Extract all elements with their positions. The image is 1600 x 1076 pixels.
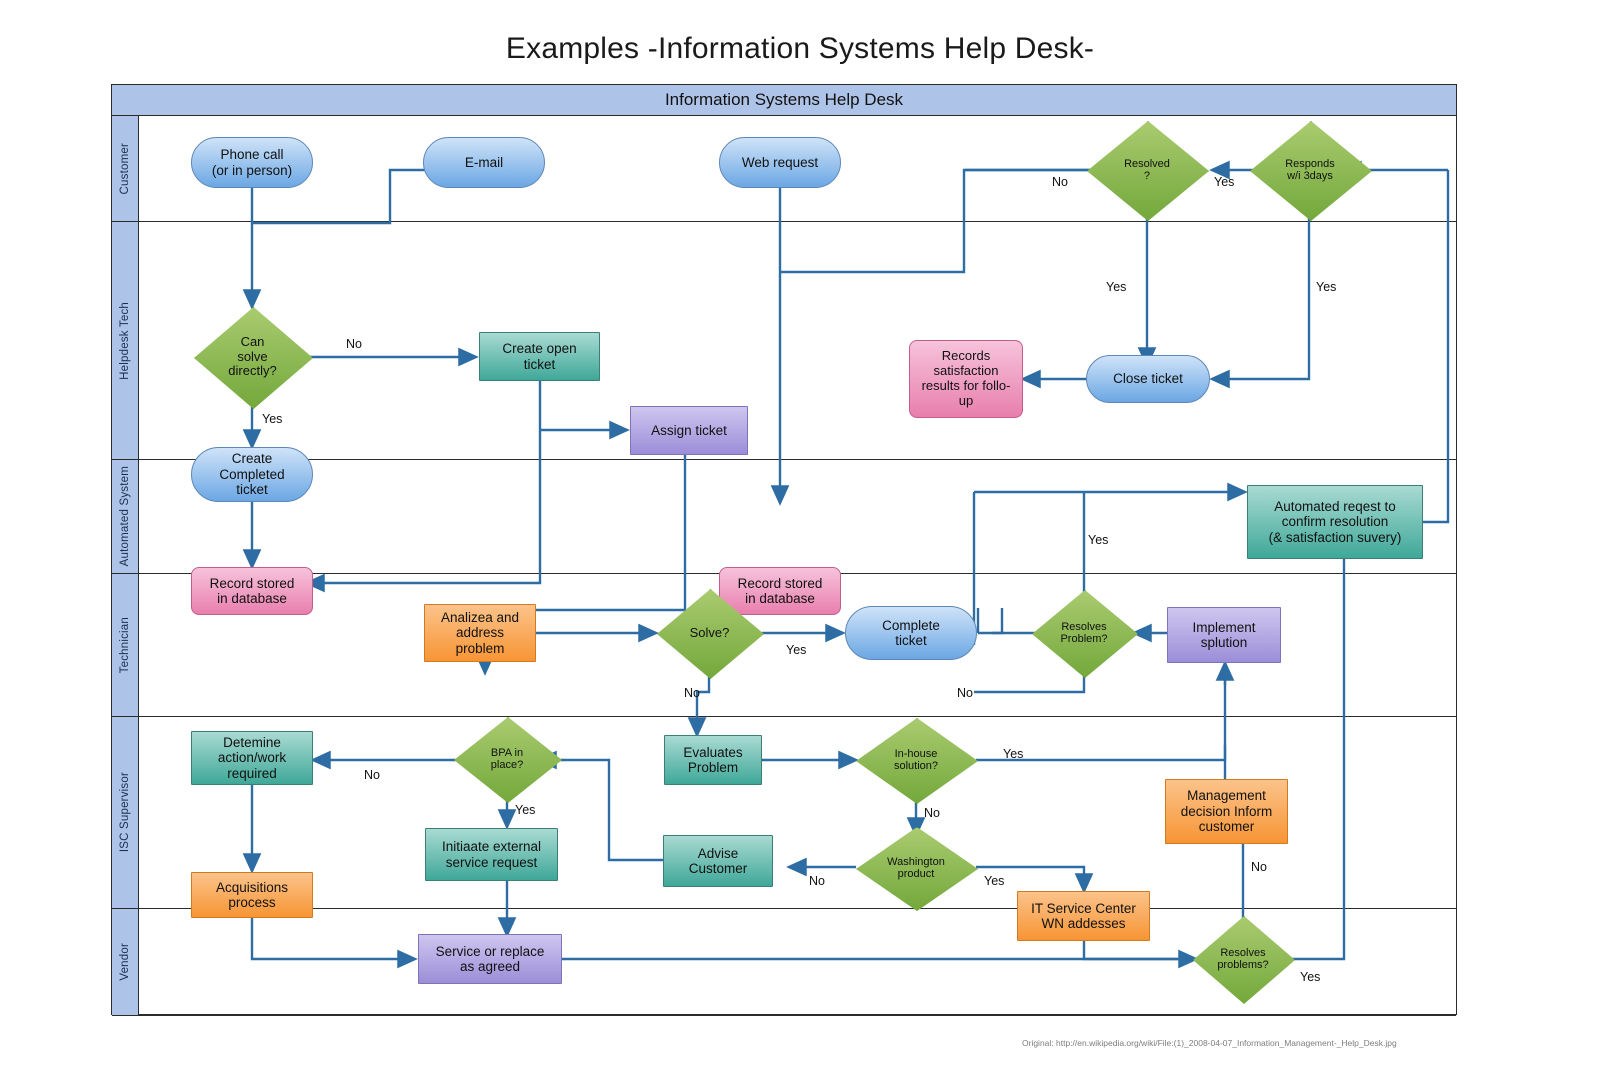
node-web-request[interactable]: Web request xyxy=(719,137,841,188)
lane-label-helpdesk-tech: Helpdesk Tech xyxy=(112,222,139,459)
pool-title: Information Systems Help Desk xyxy=(664,90,904,109)
edge-label-solve-no: No xyxy=(684,686,700,700)
edge-label-resolves-problem-no: No xyxy=(957,686,973,700)
edge-label-can-solve-no: No xyxy=(346,337,362,351)
node-phone-call-label: Phone call(or in person) xyxy=(211,147,293,178)
edge-label-washington-no: No xyxy=(809,874,825,888)
node-assign-ticket[interactable]: Assign ticket xyxy=(630,406,748,455)
source-attribution: Original: http://en.wikipedia.org/wiki/F… xyxy=(1022,1038,1397,1048)
node-close-ticket-label: Close ticket xyxy=(1113,371,1183,387)
edge-label-washington-yes: Yes xyxy=(984,874,1005,888)
edge-label-solve-yes: Yes xyxy=(786,643,807,657)
pool-header: Information Systems Help Desk xyxy=(112,85,1456,116)
edge-label-automated-yes: Yes xyxy=(1088,533,1109,547)
edge-label-bpa-yes: Yes xyxy=(515,803,536,817)
node-assign-ticket-label: Assign ticket xyxy=(651,422,727,438)
lane-label-vendor: Vendor xyxy=(112,909,139,1015)
lane-helpdesk-tech: Helpdesk Tech xyxy=(112,222,1456,460)
edge-label-inhouse-yes: Yes xyxy=(1003,747,1024,761)
edge-label-vendor-yes: Yes xyxy=(1300,970,1321,984)
lane-vendor: Vendor xyxy=(112,909,1456,1016)
lane-label-automated-system: Automated System xyxy=(112,460,139,573)
page-title: Examples -Information Systems Help Desk- xyxy=(505,32,1095,65)
edge-label-inhouse-no: No xyxy=(924,806,940,820)
lane-isc-supervisor: ISC Supervisor xyxy=(112,717,1456,909)
node-close-ticket[interactable]: Close ticket xyxy=(1086,355,1210,403)
decision-solve[interactable]: Solve? xyxy=(657,589,764,679)
lane-label-technician: Technician xyxy=(112,574,139,716)
edge-label-resolved-yes: Yes xyxy=(1106,280,1127,294)
edge-label-responds-yes: Yes xyxy=(1214,175,1235,189)
decision-resolved[interactable]: Resolved? xyxy=(1087,121,1209,221)
edge-label-bpa-no: No xyxy=(364,768,380,782)
node-phone-call[interactable]: Phone call(or in person) xyxy=(191,137,313,188)
node-web-request-label: Web request xyxy=(741,154,819,170)
node-email[interactable]: E-mail xyxy=(423,137,545,188)
node-email-label: E-mail xyxy=(464,154,504,170)
swimlane-diagram: Information Systems Help Desk Customer H… xyxy=(111,84,1457,1016)
edge-label-resolved-no: No xyxy=(1052,175,1068,189)
edge-label-vendor-no: No xyxy=(1251,860,1267,874)
lane-label-customer: Customer xyxy=(112,116,139,221)
lane-body-helpdesk-tech xyxy=(139,222,1456,459)
edge-label-can-solve-yes: Yes xyxy=(262,412,283,426)
decision-resolved-label: Resolved? xyxy=(1124,157,1170,182)
decision-solve-label: Solve? xyxy=(689,624,730,640)
lane-technician: Technician xyxy=(112,574,1456,717)
lane-label-isc-supervisor: ISC Supervisor xyxy=(112,717,139,908)
edge-label-responds-yes-2: Yes xyxy=(1316,280,1337,294)
